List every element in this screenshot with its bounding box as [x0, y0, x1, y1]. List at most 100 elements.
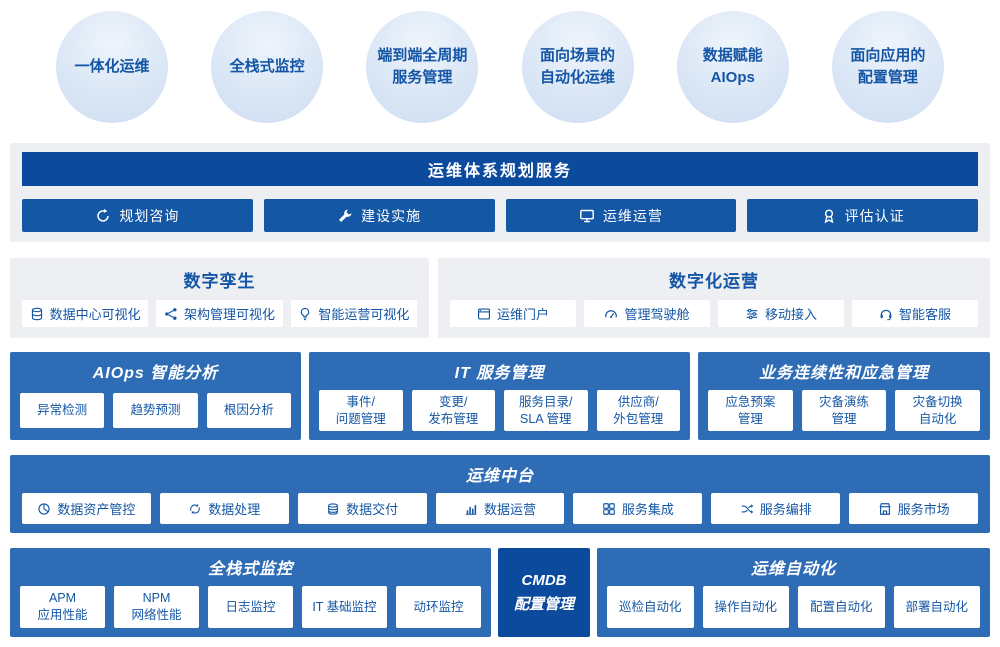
chip-label: 架构管理可视化 [183, 307, 275, 322]
bubble-end-to-end-service: 端到端全周期 服务管理 [366, 10, 479, 123]
chip-service-integration: 服务集成 [573, 493, 703, 524]
shuffle-icon [740, 502, 754, 516]
bubble-text: AIOps [710, 68, 755, 86]
chip-label: 智能客服 [898, 307, 951, 322]
portal-icon [477, 307, 491, 321]
chip-label: 配置自动化 [809, 599, 873, 614]
chip-service-market: 服务市场 [849, 493, 979, 524]
chip-label: 应用性能 [37, 608, 88, 622]
chip-label: IT 基础监控 [312, 599, 377, 614]
chip-it-infra-monitoring: IT 基础监控 [302, 586, 387, 628]
chip-config-automation: 配置自动化 [798, 586, 885, 628]
bulb-icon [298, 307, 312, 321]
chip-anomaly-detection: 异常检测 [20, 393, 105, 428]
chip-trend-prediction: 趋势预测 [113, 393, 198, 428]
chip-data-operation: 数据运营 [435, 493, 565, 524]
seal-icon [821, 208, 837, 224]
chip-management-cockpit: 管理驾驶舱 [584, 300, 710, 327]
aiops-panel: AIOps 智能分析 异常检测 趋势预测 根因分析 [10, 352, 301, 440]
automation-panel: 运维自动化 巡检自动化 操作自动化 配置自动化 部署自动化 [597, 548, 990, 637]
chip-data-delivery: 数据交付 [297, 493, 427, 524]
chip-label: 灾备演练 [819, 394, 870, 409]
chip-label: 数据中心可视化 [49, 307, 141, 322]
chip-label: 数据交付 [346, 502, 399, 517]
chip-label: 服务目录/ [519, 394, 573, 409]
chip-architecture-visualization: 架构管理可视化 [156, 300, 283, 327]
chip-label: SLA 管理 [520, 411, 572, 426]
grid-icon [602, 502, 616, 516]
chip-label: 管理驾驶舱 [624, 307, 690, 322]
chip-emergency-plan-mgmt: 应急预案 管理 [708, 390, 793, 431]
chip-label: 管理 [831, 411, 857, 426]
chip-vendor-outsourcing-mgmt: 供应商/ 外包管理 [596, 390, 680, 431]
headset-icon [879, 307, 893, 321]
digital-twin-title: 数字孪生 [183, 272, 256, 291]
refresh-icon [95, 208, 111, 224]
chip-label: 服务编排 [759, 502, 812, 517]
bubble-data-aiops: 数据赋能 AIOps [676, 10, 789, 123]
chip-label: 运维运营 [602, 207, 663, 224]
chip-service-orchestration: 服务编排 [711, 493, 841, 524]
chip-label: 日志监控 [225, 599, 276, 614]
chip-label: 数据运营 [484, 502, 537, 517]
chip-label: 管理 [737, 411, 763, 426]
stack-icon [326, 502, 340, 516]
capability-bubbles: 一体化运维 全栈式监控 端到端全周期 服务管理 面向场景的 自动化运维 数据赋能… [10, 8, 990, 125]
database-icon [30, 307, 44, 321]
chip-service-catalog-sla: 服务目录/ SLA 管理 [504, 390, 588, 431]
chip-operation-automation: 操作自动化 [702, 586, 789, 628]
chip-label: 巡检自动化 [618, 599, 682, 614]
cycle-icon [188, 502, 202, 516]
chip-dr-drill-mgmt: 灾备演练 管理 [801, 390, 887, 431]
monitor-icon [579, 208, 595, 224]
chip-label: 操作自动化 [714, 599, 777, 614]
bubble-text: 服务管理 [392, 68, 453, 86]
chip-construction-implementation: 建设实施 [263, 199, 495, 232]
pie-chart-icon [37, 502, 51, 516]
chip-label: 数据资产管控 [57, 502, 136, 517]
chip-ops-portal: 运维门户 [450, 300, 576, 327]
chip-label: 建设实施 [361, 207, 422, 224]
gauge-icon [604, 307, 618, 321]
bubble-text: 全栈式监控 [229, 57, 305, 75]
chip-change-release-mgmt: 变更/ 发布管理 [411, 390, 495, 431]
chip-ops-operation: 运维运营 [505, 199, 737, 232]
digital-ops-panel: 数字化运营 运维门户 管理驾驶舱 移动接入 智能客服 [438, 258, 990, 338]
bubble-text: 端到端全周期 [377, 46, 468, 64]
planning-section: 运维体系规划服务 规划咨询 建设实施 运维运营 评估认证 [10, 143, 990, 242]
bubble-fullstack-monitoring: 全栈式监控 [211, 10, 324, 123]
cmdb-panel: CMDB 配置管理 [498, 548, 590, 637]
chip-label: 变更/ [439, 394, 468, 409]
chip-label: 规划咨询 [119, 207, 180, 224]
chip-log-monitoring: 日志监控 [208, 586, 293, 628]
chip-label: 数据处理 [208, 502, 261, 517]
chip-label: 服务市场 [897, 502, 950, 517]
chip-label: 发布管理 [428, 411, 479, 426]
bubble-text: 一体化运维 [74, 57, 150, 75]
digital-twin-panel: 数字孪生 数据中心可视化 架构管理可视化 智能运营可视化 [10, 258, 429, 338]
chip-npm: NPM 网络性能 [114, 586, 199, 628]
chip-label: 根因分析 [223, 403, 274, 418]
chip-datacenter-visualization: 数据中心可视化 [22, 300, 149, 327]
itsm-panel: IT 服务管理 事件/ 问题管理 变更/ 发布管理 服务目录/ SLA 管理 供… [309, 352, 690, 440]
sliders-icon [745, 307, 759, 321]
chip-data-asset-control: 数据资产管控 [22, 493, 151, 524]
chip-label: 自动化 [918, 411, 957, 426]
cmdb-text: CMDB [521, 571, 567, 589]
chip-smart-customer-service: 智能客服 [852, 300, 978, 327]
chip-label: 异常检测 [37, 403, 88, 418]
store-icon [878, 502, 892, 516]
chip-label: NPM [142, 591, 171, 606]
aiops-title: AIOps 智能分析 [92, 365, 219, 382]
chip-evaluation-certification: 评估认证 [747, 199, 978, 232]
chip-label: 应急预案 [725, 394, 776, 409]
chip-label: 供应商/ [617, 394, 659, 409]
chip-label: 移动接入 [764, 307, 817, 322]
chip-data-processing: 数据处理 [159, 493, 289, 524]
bubble-app-config-mgmt: 面向应用的 配置管理 [831, 10, 944, 123]
bubble-text: 自动化运维 [540, 68, 616, 86]
chip-intelligent-ops-visualization: 智能运营可视化 [290, 300, 417, 327]
digital-ops-title: 数字化运营 [669, 272, 759, 291]
automation-title: 运维自动化 [750, 561, 836, 578]
